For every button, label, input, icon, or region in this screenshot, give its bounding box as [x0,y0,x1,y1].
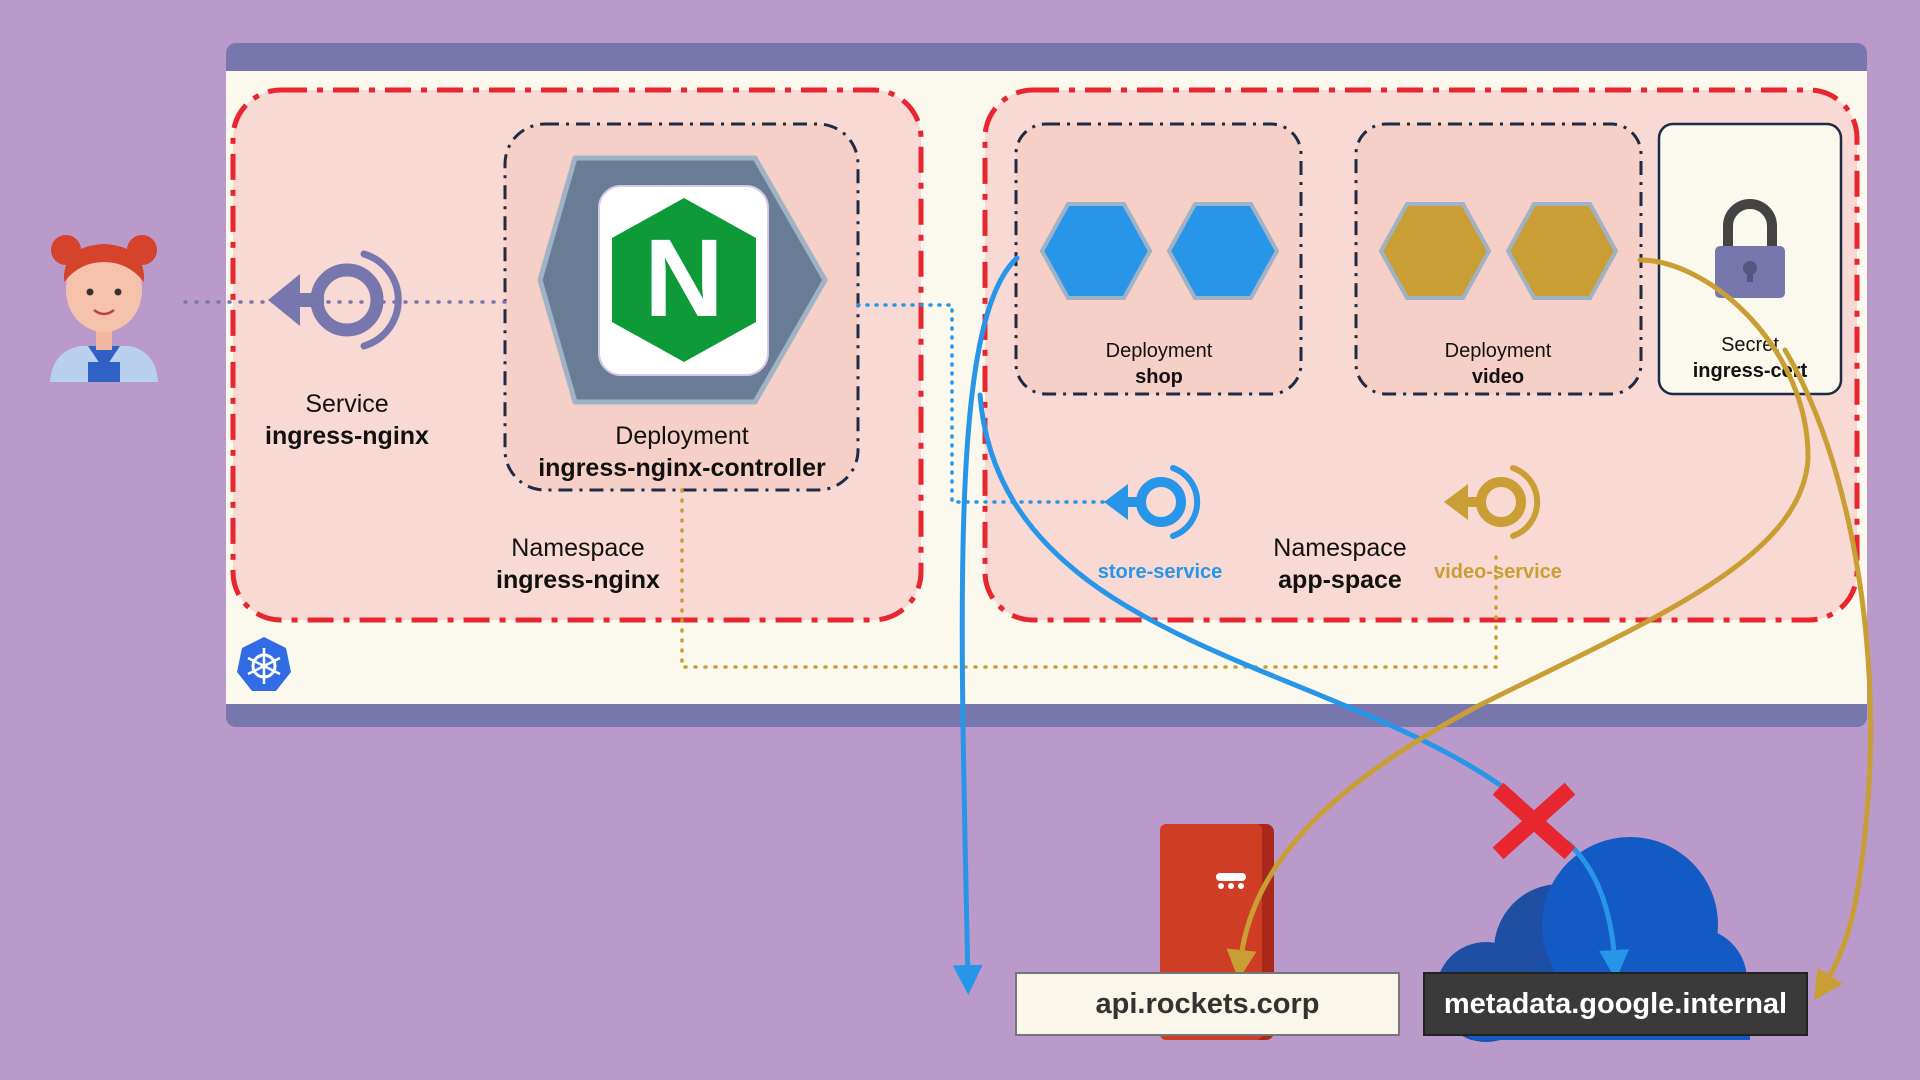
pod-icon [1039,202,1153,300]
flow-arrows [952,255,1874,1001]
nginx-logo-letter: N [644,217,723,340]
deployment-shop-name-label: shop [1135,366,1183,388]
secret-kind-label: Secret [1721,334,1779,356]
service-name-label: ingress-nginx [265,422,429,450]
pod-icon [1166,202,1280,300]
nginx-logo-icon: N [537,155,828,405]
video-service-icon [1444,465,1541,539]
deployment-video-name-label: video [1472,366,1524,388]
pod-icon [1378,202,1492,300]
endpoint-metadata-google: metadata.google.internal [1423,972,1808,1036]
namespace-ingress-kind-label: Namespace [511,534,644,562]
video-pods [1378,202,1619,300]
service-icon [268,250,402,350]
lock-icon [1715,199,1785,298]
deployment-shop-kind-label: Deployment [1106,340,1213,362]
blocked-x-icon [1492,782,1576,860]
endpoint-api-rockets: api.rockets.corp [1015,972,1400,1036]
kubernetes-icon [237,637,291,691]
video-service-label: video-service [1434,561,1562,583]
dotted-connections [183,300,1498,669]
shop-pods [1039,202,1280,300]
user-avatar-icon [50,235,158,382]
store-service-label: store-service [1098,561,1223,583]
namespace-ingress-name-label: ingress-nginx [496,566,660,594]
namespace-app-name-label: app-space [1278,566,1402,594]
pod-icon [1505,202,1619,300]
controller-kind-label: Deployment [615,422,748,450]
deployment-video-kind-label: Deployment [1445,340,1552,362]
store-service-icon [1104,465,1201,539]
service-kind-label: Service [305,390,388,418]
secret-name-label: ingress-cert [1693,360,1808,382]
controller-name-label: ingress-nginx-controller [538,454,826,482]
namespace-app-kind-label: Namespace [1273,534,1406,562]
